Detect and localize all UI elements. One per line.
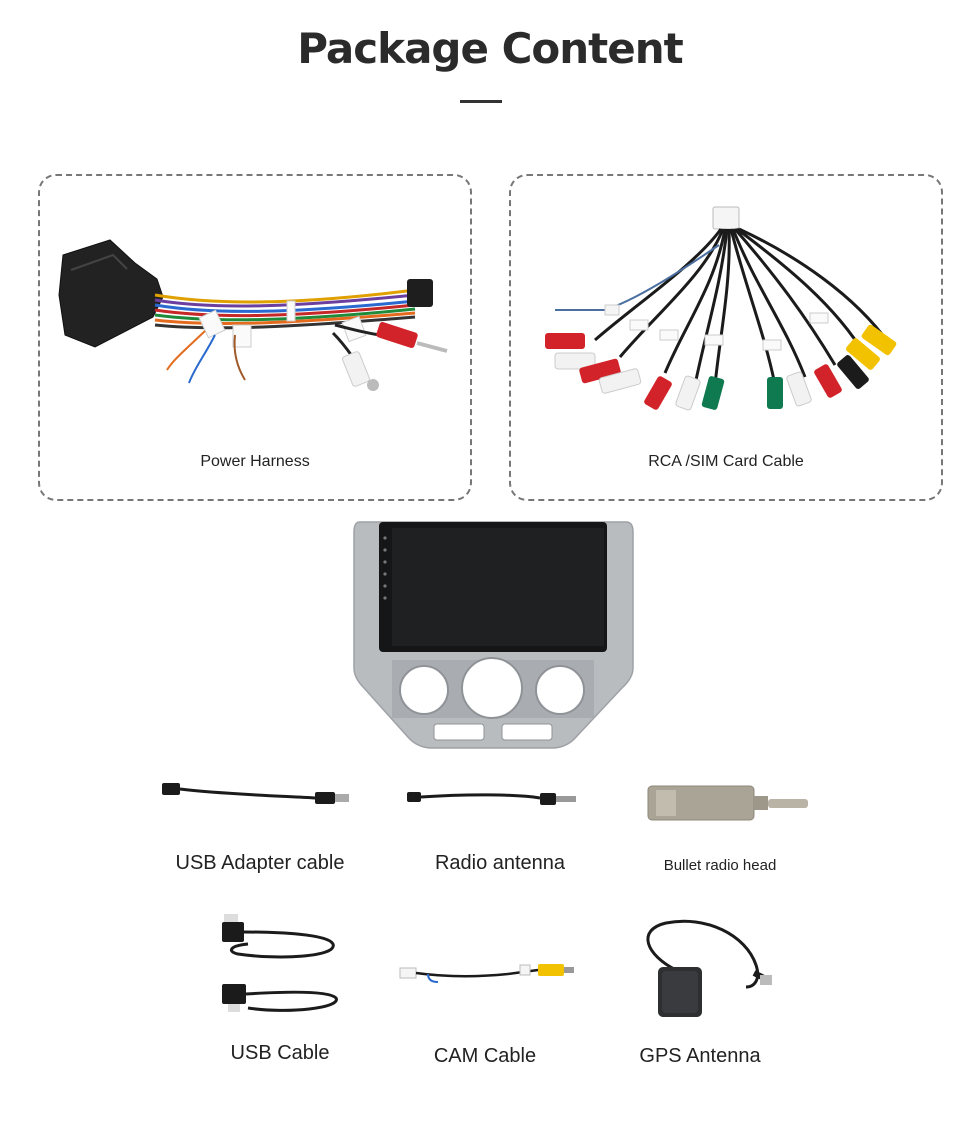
rca-sim-cable-image xyxy=(545,206,897,411)
power-harness-card xyxy=(38,174,472,501)
usb-cable-image xyxy=(222,914,338,1012)
power-harness-image xyxy=(58,239,448,391)
title-underline xyxy=(460,100,502,103)
gps-antenna-image xyxy=(646,919,772,1017)
cam-cable-label: CAM Cable xyxy=(433,1045,537,1067)
usb-cable-label: USB Cable xyxy=(230,1042,330,1064)
radio-antenna-image xyxy=(407,792,576,805)
rca-sim-card-cable-card xyxy=(509,174,943,501)
bullet-radio-head-image xyxy=(647,785,808,821)
rca-sim-card-cable-label: RCA /SIM Card Cable xyxy=(648,453,804,470)
bullet-radio-head-label: Bullet radio head xyxy=(663,857,777,874)
radio-antenna-label: Radio antenna xyxy=(434,852,566,874)
usb-adapter-cable-label: USB Adapter cable xyxy=(175,852,345,874)
power-harness-label: Power Harness xyxy=(200,453,310,470)
usb-adapter-cable-image xyxy=(162,783,349,804)
head-unit-image xyxy=(353,521,634,749)
cam-cable-image xyxy=(399,964,574,983)
gps-antenna-label: GPS Antenna xyxy=(639,1045,761,1067)
page-title: Package Content xyxy=(297,24,683,73)
